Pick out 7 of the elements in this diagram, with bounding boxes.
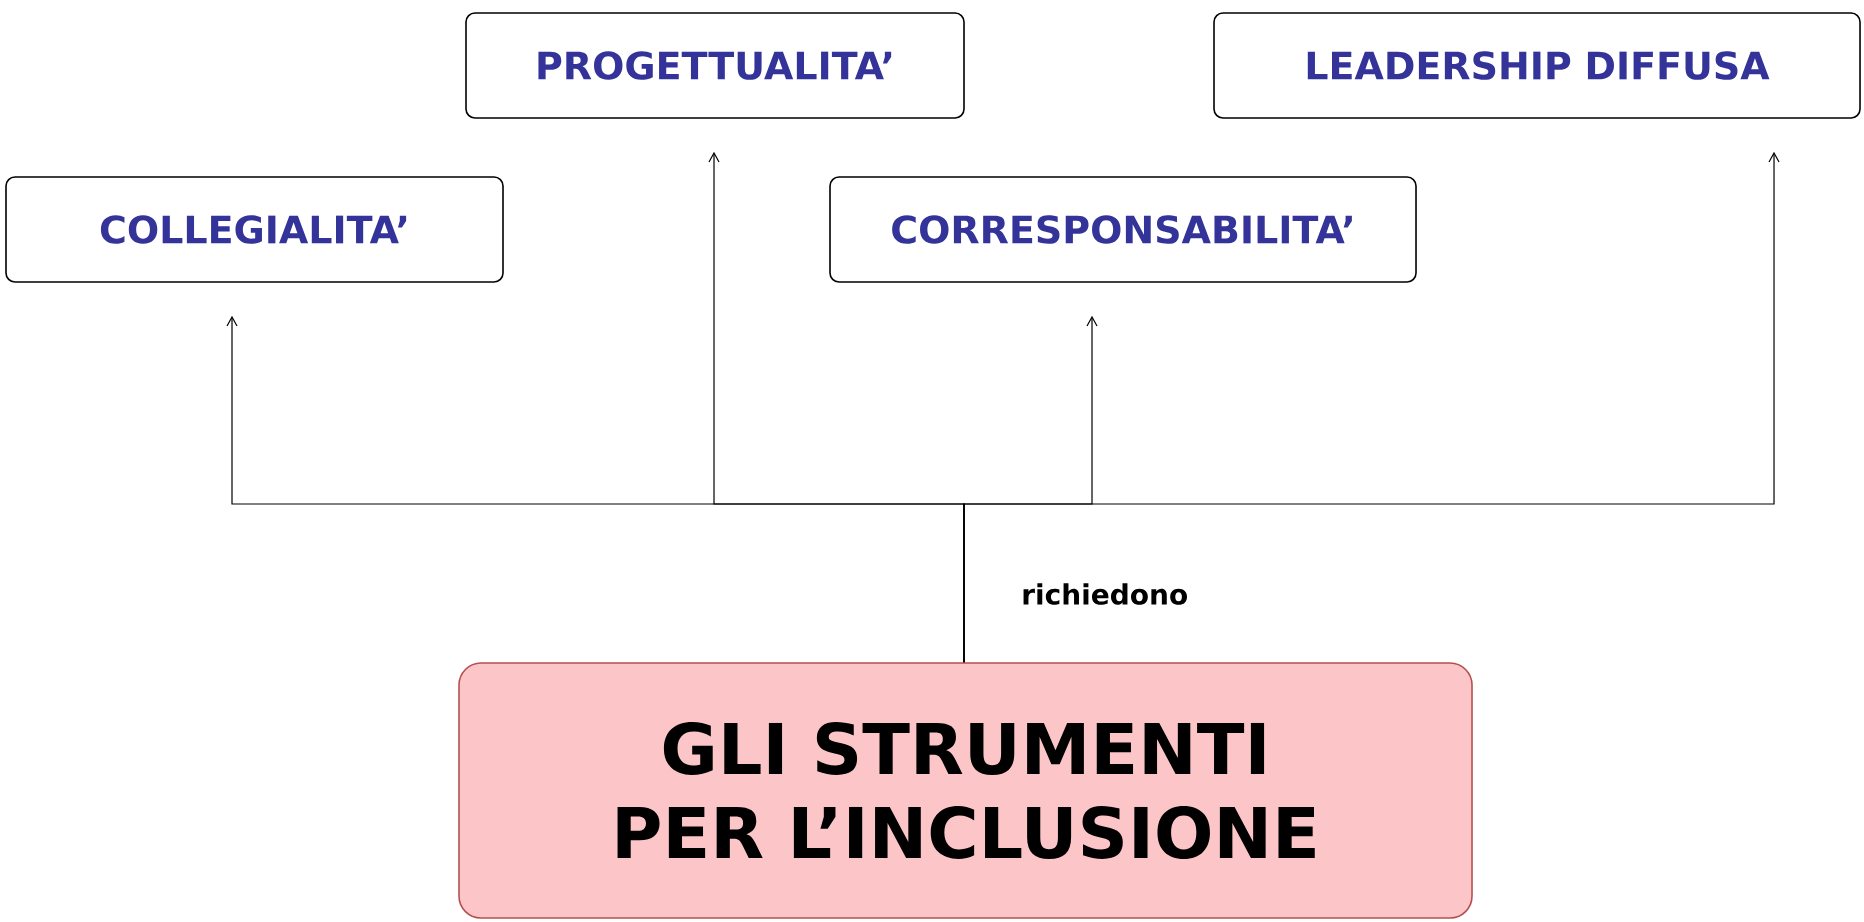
concept-box: LEADERSHIP DIFFUSA <box>1213 12 1861 119</box>
concept-box: CORRESPONSABILITA’ <box>829 176 1417 283</box>
concept-box: PROGETTUALITA’ <box>465 12 965 119</box>
edge-label: richiedono <box>1023 583 1187 605</box>
arrow <box>963 151 1780 663</box>
concept-box: COLLEGIALITA’ <box>5 176 504 283</box>
title-box: GLI STRUMENTI PER L’INCLUSIONE <box>458 662 1473 919</box>
